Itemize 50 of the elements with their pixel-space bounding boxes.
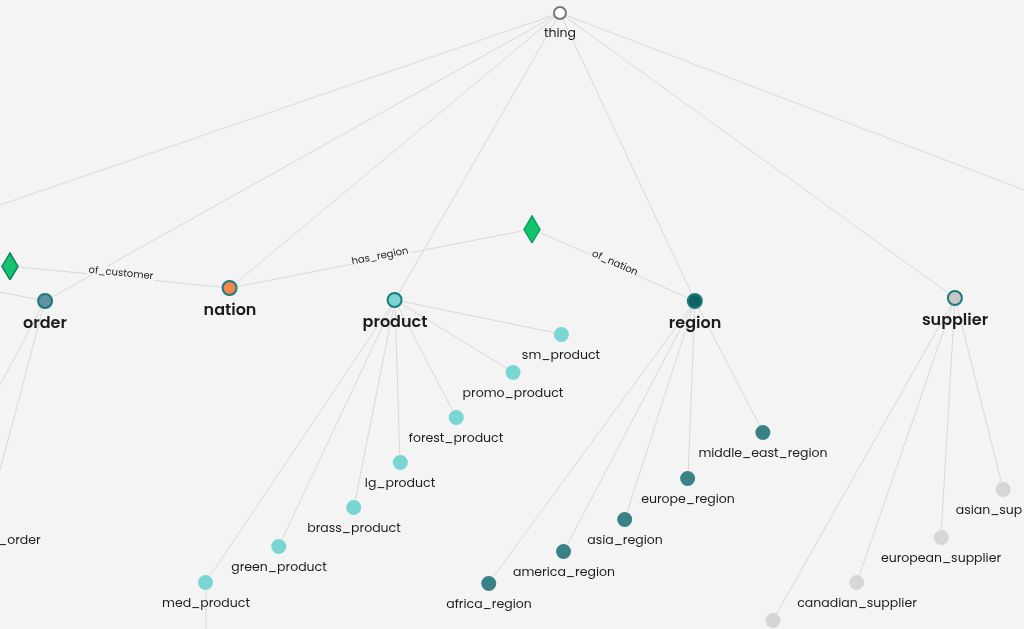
connector-line <box>235 17 556 284</box>
node-label: thing <box>543 25 577 41</box>
node-label: european_supplier <box>880 549 1002 566</box>
node-label: promo_product <box>462 384 564 401</box>
node-label: america_region <box>513 563 615 580</box>
connector-line <box>0 291 38 300</box>
node-label: brass_product <box>307 519 401 536</box>
connector-line <box>567 307 692 545</box>
connector-line <box>398 306 454 411</box>
connector-line <box>698 307 761 426</box>
connector-line <box>354 307 394 501</box>
node-label: product <box>362 312 428 332</box>
connector-line <box>565 16 949 294</box>
connector-line <box>562 18 693 295</box>
connector-line <box>402 301 555 333</box>
connector-line <box>858 305 953 576</box>
edge-label: has_region <box>349 245 411 267</box>
connector-line <box>401 303 508 369</box>
connector-line <box>0 307 42 386</box>
node-label: lg_product <box>364 474 436 491</box>
connector-line <box>626 308 694 513</box>
node-label: forest_product <box>408 429 504 446</box>
edge-label: of_customer <box>87 264 155 282</box>
node-label: region <box>668 313 722 333</box>
node-label: canadian_supplier <box>797 594 917 611</box>
connector-line <box>209 306 392 577</box>
connector-line <box>51 15 555 298</box>
node-label: supplier <box>921 310 989 330</box>
node-label: nation <box>203 300 257 320</box>
node-label: _order <box>0 532 41 548</box>
node-label: med_product <box>162 594 250 611</box>
node-label: sm_product <box>521 346 601 363</box>
connector-line <box>687 308 696 471</box>
connector-line <box>940 305 956 530</box>
node-label: green_product <box>231 558 327 575</box>
connector-line <box>0 14 554 206</box>
connector-line <box>398 18 557 294</box>
connector-line <box>492 306 691 578</box>
node-label: europe_region <box>641 490 735 507</box>
node-label: order <box>23 313 67 333</box>
node-label: middle_east_region <box>698 444 828 461</box>
connector-line <box>776 304 952 614</box>
node-label: asia_region <box>587 531 663 548</box>
node-label: asian_sup <box>955 501 1023 518</box>
connector-line <box>566 15 1024 191</box>
connector-line <box>394 307 401 455</box>
node-label: africa_region <box>446 595 532 612</box>
connector-line <box>956 305 1002 483</box>
connector-line <box>281 306 393 540</box>
connector-line <box>0 308 44 471</box>
